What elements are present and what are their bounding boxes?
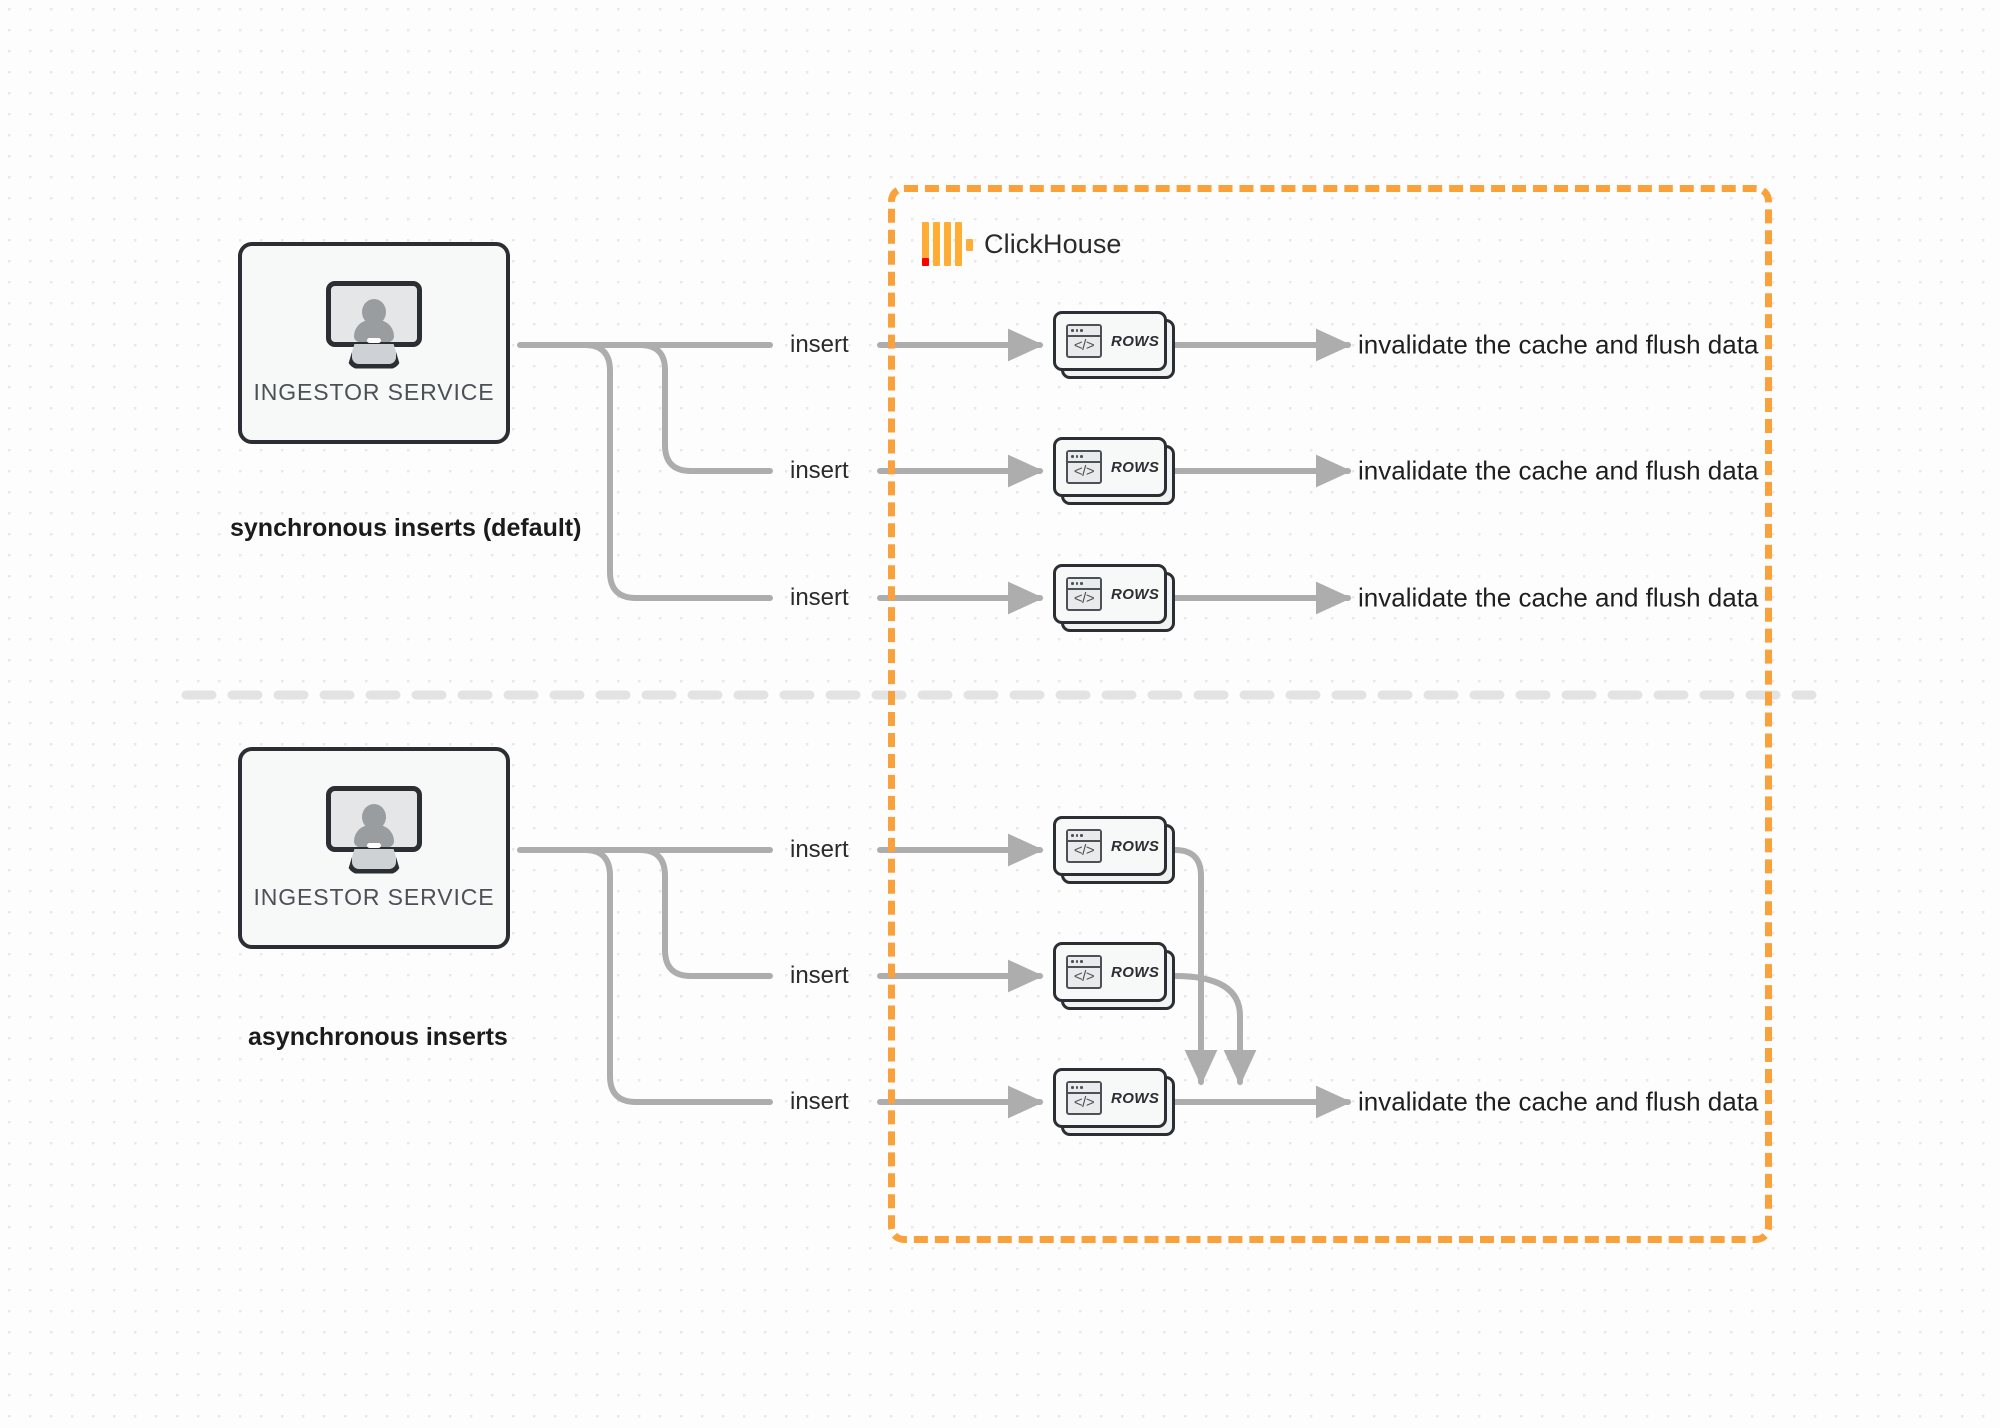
edge-label-insert: insert xyxy=(790,331,849,358)
monitor-user-icon xyxy=(326,785,422,874)
rows-node-label: ROWS xyxy=(1111,332,1160,350)
code-window-icon: </> xyxy=(1066,577,1102,611)
ingestor-service-label: INGESTOR SERVICE xyxy=(253,883,495,910)
rows-node[interactable]: </> ROWS xyxy=(1053,942,1175,1010)
ingestor-service-synchronous[interactable]: INGESTOR SERVICE xyxy=(238,242,510,444)
code-window-icon: </> xyxy=(1066,1081,1102,1115)
group-label-synchronous: synchronous inserts (default) xyxy=(230,514,582,542)
rows-node-label: ROWS xyxy=(1111,585,1160,603)
code-window-icon: </> xyxy=(1066,450,1102,484)
rows-node[interactable]: </> ROWS xyxy=(1053,816,1175,884)
clickhouse-brand: ClickHouse xyxy=(922,222,1122,266)
sink-label-invalidate-cache: invalidate the cache and flush data xyxy=(1358,1086,1759,1117)
rows-node[interactable]: </> ROWS xyxy=(1053,1068,1175,1136)
rows-node[interactable]: </> ROWS xyxy=(1053,311,1175,379)
sink-label-invalidate-cache: invalidate the cache and flush data xyxy=(1358,582,1759,613)
code-window-icon: </> xyxy=(1066,829,1102,863)
rows-node-label: ROWS xyxy=(1111,1089,1160,1107)
edge-label-insert: insert xyxy=(790,457,849,484)
code-window-icon: </> xyxy=(1066,955,1102,989)
code-window-icon: </> xyxy=(1066,324,1102,358)
rows-node[interactable]: </> ROWS xyxy=(1053,437,1175,505)
edge-label-insert: insert xyxy=(790,1088,849,1115)
rows-node-label: ROWS xyxy=(1111,963,1160,981)
edge-label-insert: insert xyxy=(790,962,849,989)
ingestor-service-asynchronous[interactable]: INGESTOR SERVICE xyxy=(238,747,510,949)
edge-label-insert: insert xyxy=(790,584,849,611)
ingestor-service-label: INGESTOR SERVICE xyxy=(253,378,495,405)
sink-label-invalidate-cache: invalidate the cache and flush data xyxy=(1358,329,1759,360)
group-label-asynchronous: asynchronous inserts xyxy=(248,1023,508,1051)
sink-label-invalidate-cache: invalidate the cache and flush data xyxy=(1358,455,1759,486)
rows-node[interactable]: </> ROWS xyxy=(1053,564,1175,632)
edge-label-insert: insert xyxy=(790,836,849,863)
rows-node-label: ROWS xyxy=(1111,458,1160,476)
clickhouse-boundary xyxy=(888,185,1772,1243)
rows-node-label: ROWS xyxy=(1111,837,1160,855)
clickhouse-label: ClickHouse xyxy=(984,228,1122,259)
monitor-user-icon xyxy=(326,280,422,369)
clickhouse-logo-icon xyxy=(922,222,973,266)
